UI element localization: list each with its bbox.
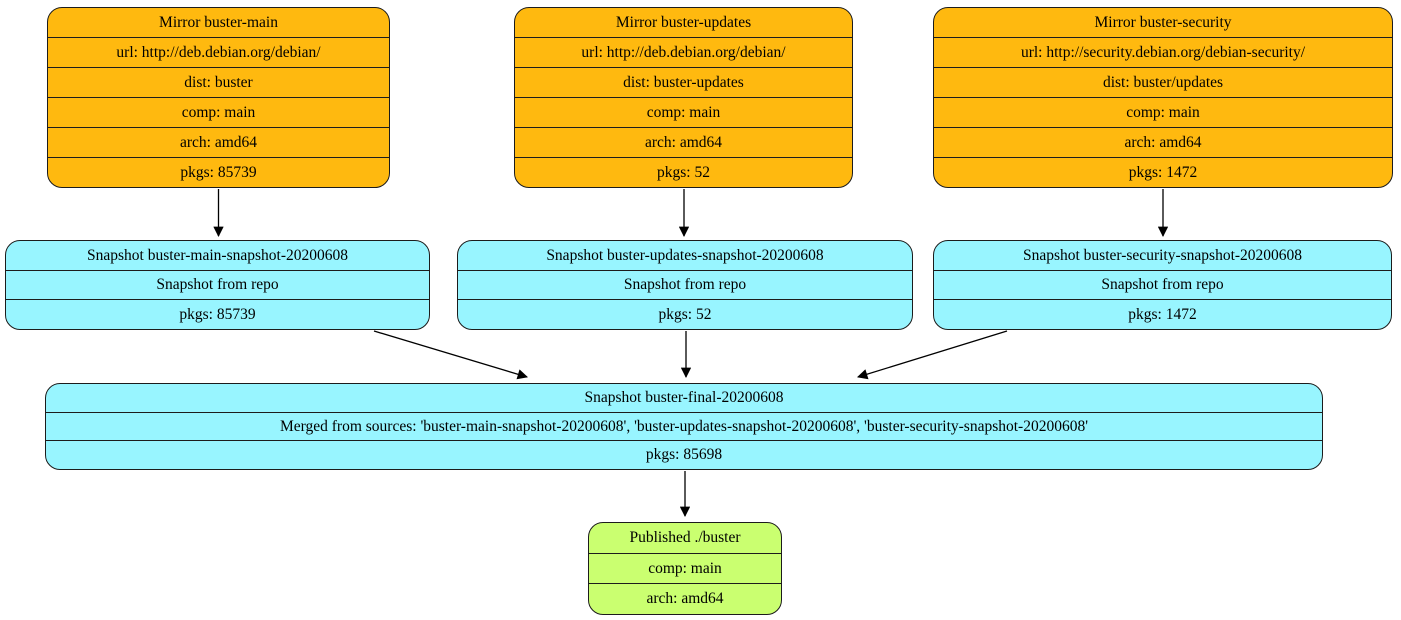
node-arch-row: arch: amd64 (589, 583, 781, 614)
node-title-row: Mirror buster-updates (615, 13, 752, 31)
node-url-row: url: http://deb.debian.org/debian/ (515, 37, 852, 67)
node-arch-row: arch: amd64 (48, 127, 389, 157)
node-title-row: Snapshot buster-security-snapshot-202006… (1022, 246, 1303, 264)
mirror-node-buster-updates: Mirror buster-updates url: http://deb.de… (514, 7, 853, 188)
mirror-node-buster-security: Mirror buster-security url: http://secur… (933, 7, 1393, 188)
snapshot-node-buster-main: Snapshot buster-main-snapshot-20200608 S… (5, 240, 430, 330)
mirror-node-buster-main: Mirror buster-main url: http://deb.debia… (47, 7, 390, 188)
node-pkgs-row: pkgs: 85739 (48, 157, 389, 187)
node-pkgs-row: pkgs: 52 (458, 299, 912, 329)
node-desc-row: Snapshot from repo (458, 269, 912, 300)
node-pkgs-row: pkgs: 52 (515, 157, 852, 187)
node-desc-row: Merged from sources: 'buster-main-snapsh… (46, 411, 1322, 441)
edge-snapshot-main-to-final (373, 330, 528, 380)
node-desc-row: Snapshot from repo (6, 269, 429, 300)
node-pkgs-row: pkgs: 85739 (6, 299, 429, 329)
node-comp-row: comp: main (515, 97, 852, 127)
published-node-buster: Published ./buster comp: main arch: amd6… (588, 522, 782, 615)
node-pkgs-row: pkgs: 1472 (934, 299, 1391, 329)
node-title-row: Published ./buster (629, 529, 741, 547)
snapshot-node-buster-security: Snapshot buster-security-snapshot-202006… (933, 240, 1392, 330)
node-title-row: Snapshot buster-updates-snapshot-2020060… (546, 246, 824, 264)
node-dist-row: dist: buster-updates (515, 67, 852, 97)
node-dist-row: dist: buster/updates (934, 67, 1392, 97)
edge-snapshot-security-to-final (857, 330, 1008, 380)
node-dist-row: dist: buster (48, 67, 389, 97)
node-title-row: Mirror buster-security (1094, 13, 1232, 31)
node-comp-row: comp: main (48, 97, 389, 127)
merged-snapshot-node-buster-final: Snapshot buster-final-20200608 Merged fr… (45, 383, 1323, 470)
node-desc-row: Snapshot from repo (934, 269, 1391, 300)
node-comp-row: comp: main (934, 97, 1392, 127)
node-arch-row: arch: amd64 (934, 127, 1392, 157)
node-arch-row: arch: amd64 (515, 127, 852, 157)
node-title-row: Mirror buster-main (159, 13, 278, 31)
node-url-row: url: http://security.debian.org/debian-s… (934, 37, 1392, 67)
node-title-row: Snapshot buster-final-20200608 (584, 389, 784, 407)
node-url-row: url: http://deb.debian.org/debian/ (48, 37, 389, 67)
node-pkgs-row: pkgs: 1472 (934, 157, 1392, 187)
snapshot-node-buster-updates: Snapshot buster-updates-snapshot-2020060… (457, 240, 913, 330)
node-comp-row: comp: main (589, 552, 781, 584)
node-pkgs-row: pkgs: 85698 (46, 440, 1322, 469)
node-title-row: Snapshot buster-main-snapshot-20200608 (86, 246, 348, 264)
